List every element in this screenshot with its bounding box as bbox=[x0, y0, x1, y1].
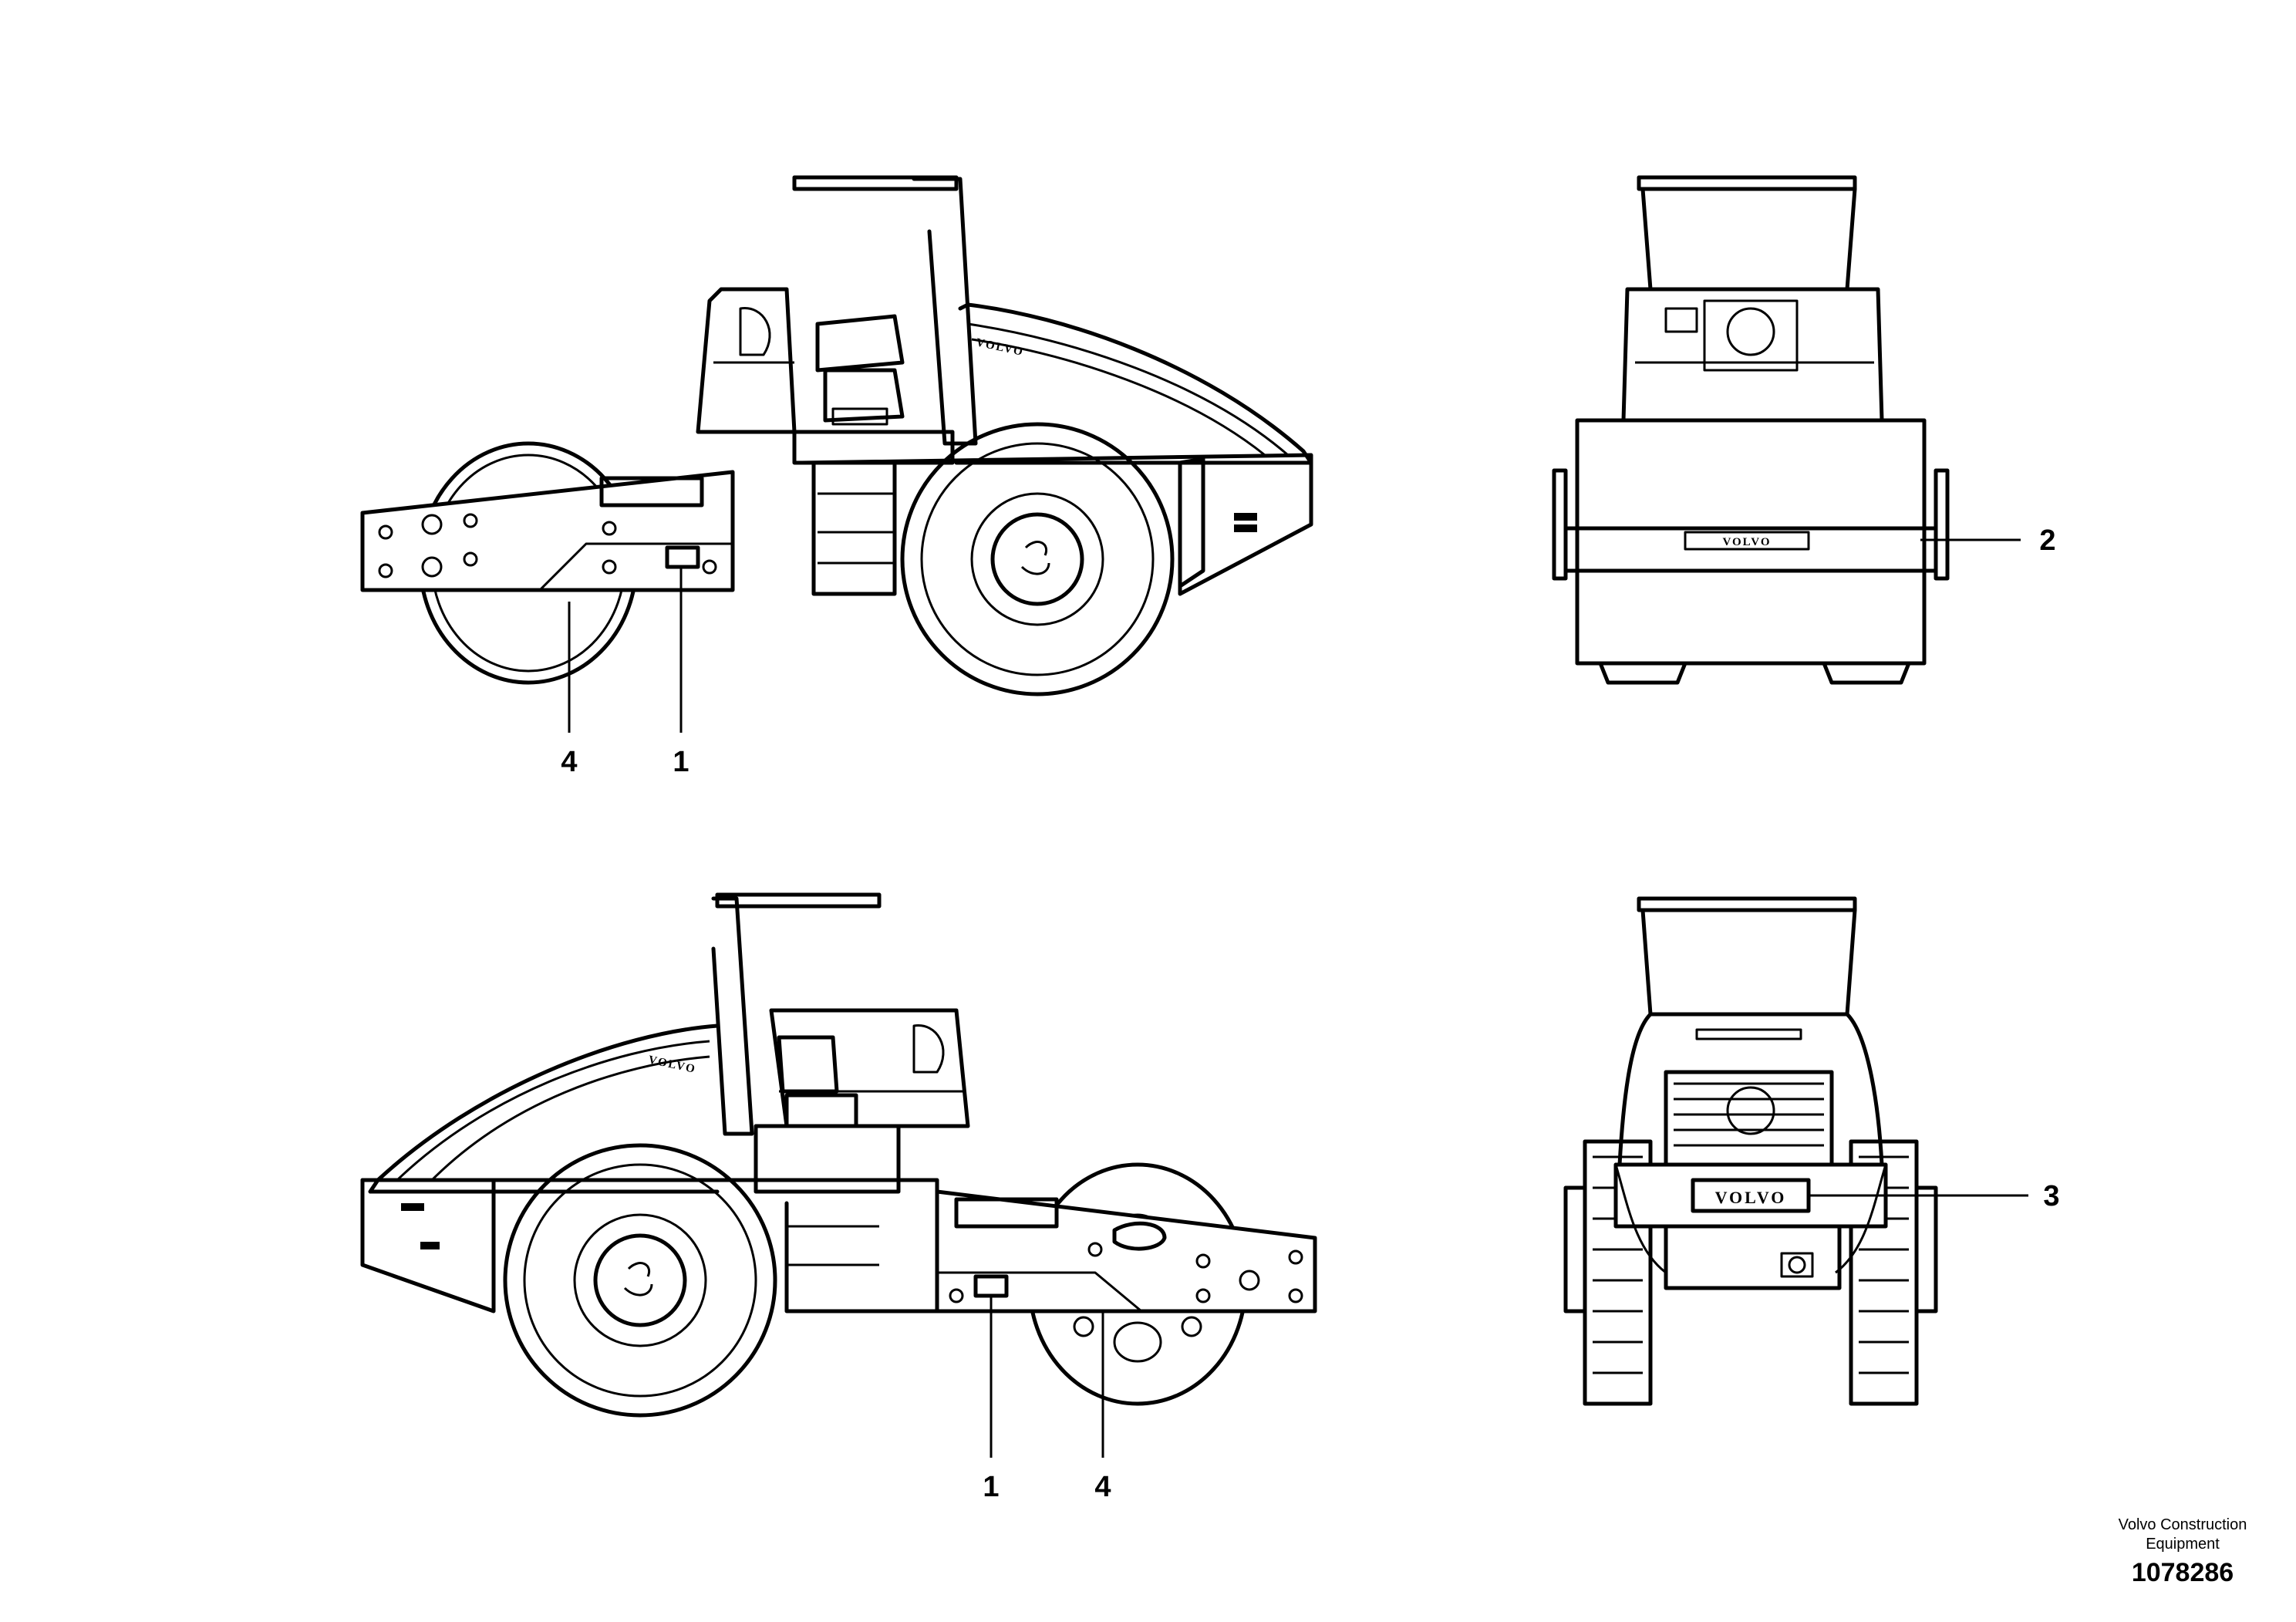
company-name-line1: Volvo Construction bbox=[2118, 1516, 2247, 1533]
roller-right-side-view: VOLVO bbox=[360, 892, 1317, 1458]
front-brand-decal: VOLVO bbox=[1722, 536, 1771, 548]
callout-4-top-left: 4 bbox=[561, 746, 577, 778]
callout-1-top-left: 1 bbox=[673, 746, 689, 778]
hood-brand-decal: VOLVO bbox=[975, 336, 1025, 359]
document-number: 1078286 bbox=[2131, 1558, 2234, 1587]
rear-brand-decal: VOLVO bbox=[1715, 1188, 1787, 1207]
callout-2-top-right: 2 bbox=[2039, 524, 2055, 557]
roller-front-view: VOLVO bbox=[1552, 175, 2021, 685]
callout-3-bottom-right: 3 bbox=[2043, 1180, 2059, 1212]
hood-brand-decal-right: VOLVO bbox=[647, 1054, 697, 1076]
document-footer: Volvo Construction Equipment 1078286 bbox=[2082, 1516, 2283, 1590]
callout-1-bottom-left: 1 bbox=[983, 1471, 999, 1503]
callout-4-bottom-left: 4 bbox=[1094, 1471, 1111, 1503]
company-name-line2: Equipment bbox=[2146, 1536, 2220, 1553]
roller-rear-view: VOLVO bbox=[1563, 896, 2028, 1406]
roller-left-side-view: VOLVO bbox=[360, 175, 1313, 733]
